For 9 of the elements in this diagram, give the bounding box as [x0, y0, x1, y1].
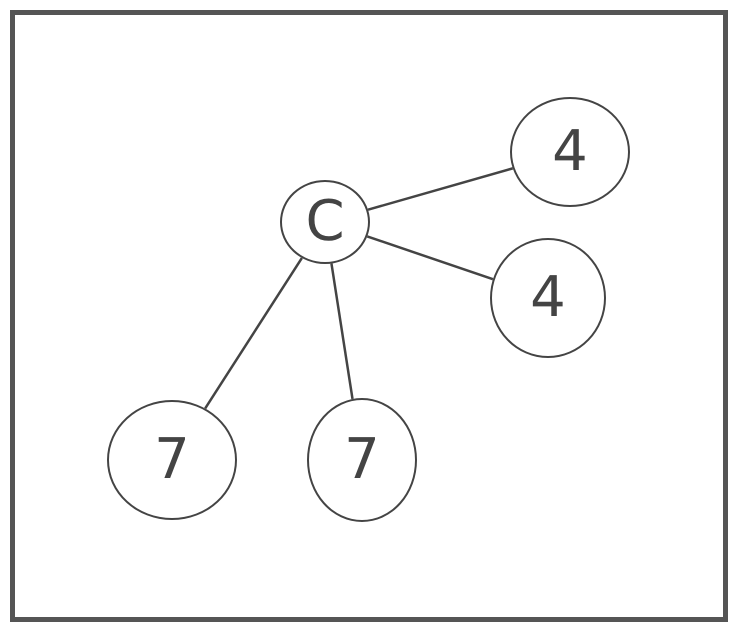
node-circle: 4 [490, 238, 606, 358]
connector-line [366, 235, 494, 280]
node-circle: 7 [107, 400, 237, 520]
node-circle: 7 [307, 398, 417, 522]
connector-line [368, 167, 514, 211]
connector-line [204, 257, 303, 410]
node-circle: C [280, 180, 370, 264]
connector-line [330, 263, 354, 400]
node-circle: 4 [510, 97, 630, 207]
